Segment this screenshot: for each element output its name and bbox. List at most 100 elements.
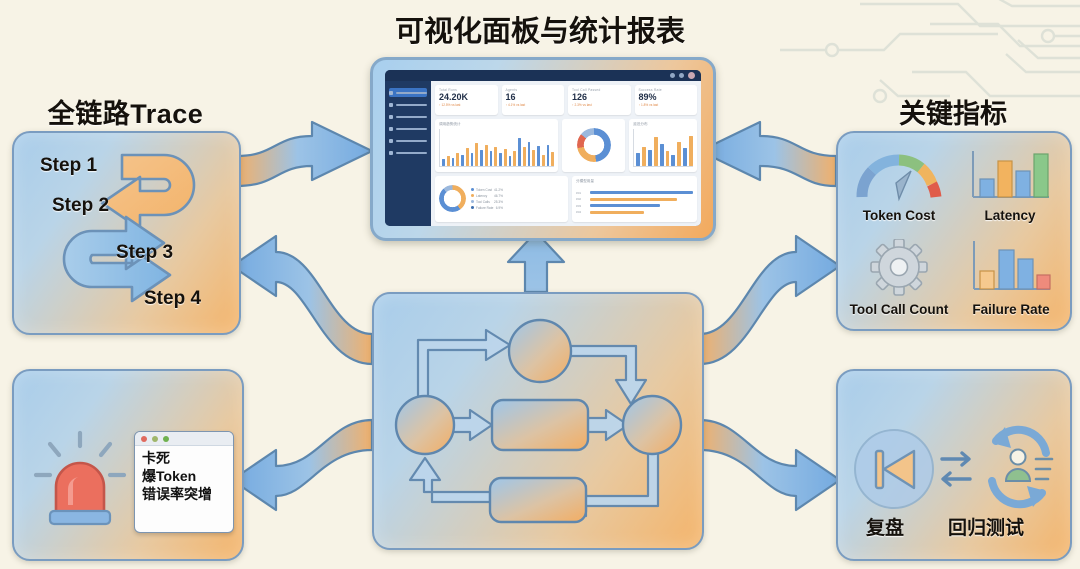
bar bbox=[665, 151, 670, 166]
latency-cell[interactable]: Latency bbox=[956, 147, 1064, 223]
legend-swatch bbox=[471, 188, 474, 192]
card-title: 分模型用量 bbox=[576, 178, 594, 183]
bar bbox=[671, 154, 676, 166]
metrics-panel[interactable]: Token Cost Latency bbox=[836, 131, 1072, 331]
bar bbox=[461, 154, 464, 166]
bar bbox=[546, 144, 550, 166]
legend-label: Failure Rate bbox=[476, 205, 494, 210]
kpi-card[interactable]: Agents 16 ↑ 4.1% vs last bbox=[501, 85, 564, 115]
metric-label: Token Cost bbox=[862, 208, 936, 223]
bar bbox=[527, 141, 531, 166]
arrow-flow-to-replay bbox=[698, 418, 842, 512]
failure-rate-cell[interactable]: Failure Rate bbox=[954, 237, 1068, 317]
trace-step-4: Step 4 bbox=[144, 288, 202, 309]
table-icon bbox=[389, 126, 393, 131]
bar bbox=[442, 159, 445, 166]
alert-window[interactable]: 卡死 爆Token 错误率突增 bbox=[134, 431, 234, 533]
donut-chart-card[interactable] bbox=[562, 119, 626, 172]
kpi-card[interactable]: Total Runs 24.20K ↑ 12.5% vs last bbox=[435, 85, 498, 115]
sidebar-item-3[interactable] bbox=[389, 112, 427, 121]
bell-icon[interactable] bbox=[679, 73, 684, 78]
legend-item: Latency 46.7% bbox=[471, 194, 503, 198]
arrow-dashboard-to-metrics bbox=[698, 120, 838, 188]
alert-panel[interactable]: 卡死 爆Token 错误率突增 bbox=[12, 369, 244, 561]
edge-bottom-to-left bbox=[408, 456, 492, 504]
alarm-light-icon bbox=[33, 430, 127, 526]
dashboard-panel-title: 可视化面板与统计报表 bbox=[394, 16, 685, 48]
sidebar-item-overview[interactable] bbox=[389, 88, 427, 97]
kpi-value: 24.20K bbox=[439, 92, 469, 102]
regression-cycle-icon bbox=[988, 425, 1054, 509]
legend-label: Tool Calls bbox=[476, 199, 490, 204]
sidebar-item-6[interactable] bbox=[389, 148, 427, 157]
card-title: 延迟分布 bbox=[633, 122, 648, 126]
bar bbox=[532, 150, 535, 166]
topbar-grid-icon[interactable] bbox=[670, 73, 675, 78]
alert-message-list: 卡死 爆Token 错误率突增 bbox=[135, 446, 233, 501]
sidebar-item-4[interactable] bbox=[389, 124, 427, 133]
flow-node-left bbox=[394, 394, 456, 456]
replay-panel[interactable]: 复盘 回归测试 bbox=[836, 369, 1072, 561]
window-close-dot[interactable] bbox=[141, 435, 147, 442]
bar bbox=[465, 148, 469, 166]
edge-top-to-right bbox=[568, 344, 648, 406]
bar bbox=[537, 146, 540, 166]
arrow-flow-to-metrics bbox=[698, 234, 842, 366]
window-maximize-dot[interactable] bbox=[163, 435, 169, 442]
bar bbox=[480, 149, 483, 166]
trace-panel[interactable]: Step 1 Step 2 Step 3 Step 4 bbox=[12, 131, 241, 335]
side-bar-chart-card[interactable]: 延迟分布 bbox=[629, 119, 697, 172]
replay-icon-group bbox=[854, 425, 1054, 509]
kpi-card[interactable]: Success Rate 89% ↑ 1.8% vs last bbox=[634, 85, 697, 115]
avatar[interactable] bbox=[688, 72, 695, 79]
agent-pipeline-flow-panel[interactable] bbox=[372, 292, 704, 550]
token-cost-cell[interactable]: Token Cost bbox=[844, 147, 954, 223]
bar bbox=[508, 155, 512, 166]
legend-label: Latency bbox=[476, 193, 488, 198]
dashboard-main: Total Runs 24.20K ↑ 12.5% vs last Agents… bbox=[431, 81, 701, 226]
dashboard-sidebar[interactable] bbox=[385, 81, 431, 226]
metric-label: Failure Rate bbox=[972, 302, 1050, 317]
sidebar-item-5[interactable] bbox=[389, 136, 427, 145]
window-minimize-dot[interactable] bbox=[152, 435, 158, 442]
hbar-label: #02 bbox=[576, 197, 582, 202]
bar bbox=[489, 151, 493, 166]
bar bbox=[522, 147, 526, 166]
bar bbox=[456, 153, 459, 166]
hbar-track bbox=[590, 204, 661, 208]
kpi-card[interactable]: Tool Call Passed 126 ↑ 2.3% vs last bbox=[568, 85, 631, 115]
trace-panel-title: 全链路Trace bbox=[47, 99, 204, 129]
bar bbox=[451, 157, 455, 166]
hbar-row: #01 bbox=[576, 191, 693, 195]
bar-chart-down-icon bbox=[973, 241, 1051, 290]
dashboard-screen: Total Runs 24.20K ↑ 12.5% vs last Agents… bbox=[385, 70, 701, 226]
legend-value: 41.2% bbox=[493, 187, 503, 192]
horizontal-bar-card[interactable]: 分模型用量 #01#02#03#04 bbox=[572, 175, 697, 222]
tool-call-count-cell[interactable]: Tool Call Count bbox=[840, 238, 958, 317]
metric-label: Latency bbox=[984, 208, 1036, 223]
arrow-flow-to-dashboard bbox=[506, 230, 566, 294]
kpi-value: 89% bbox=[638, 92, 657, 102]
chart-icon bbox=[389, 114, 393, 119]
kpi-delta: ↑ 2.3% vs last bbox=[572, 103, 592, 107]
kpi-value: 126 bbox=[572, 92, 588, 102]
bar-chart-card[interactable]: 调用趋势统计 bbox=[435, 119, 558, 172]
replay-right-label: 回归测试 bbox=[948, 518, 1025, 539]
hbar-label: #01 bbox=[576, 190, 582, 195]
dashboard-panel[interactable]: Total Runs 24.20K ↑ 12.5% vs last Agents… bbox=[370, 57, 716, 241]
bar bbox=[689, 135, 693, 166]
bar bbox=[636, 153, 641, 166]
legend-value: 25.3% bbox=[493, 199, 503, 204]
legend-value: 46.7% bbox=[493, 193, 503, 198]
bar bbox=[484, 144, 488, 166]
legend-swatch bbox=[471, 194, 474, 198]
replay-left-label: 复盘 bbox=[866, 518, 905, 539]
sidebar-item-2[interactable] bbox=[389, 100, 427, 109]
hbar-row: #04 bbox=[576, 210, 693, 214]
bar bbox=[499, 153, 502, 166]
bar-chart-icon bbox=[972, 151, 1049, 198]
bar bbox=[647, 149, 652, 166]
